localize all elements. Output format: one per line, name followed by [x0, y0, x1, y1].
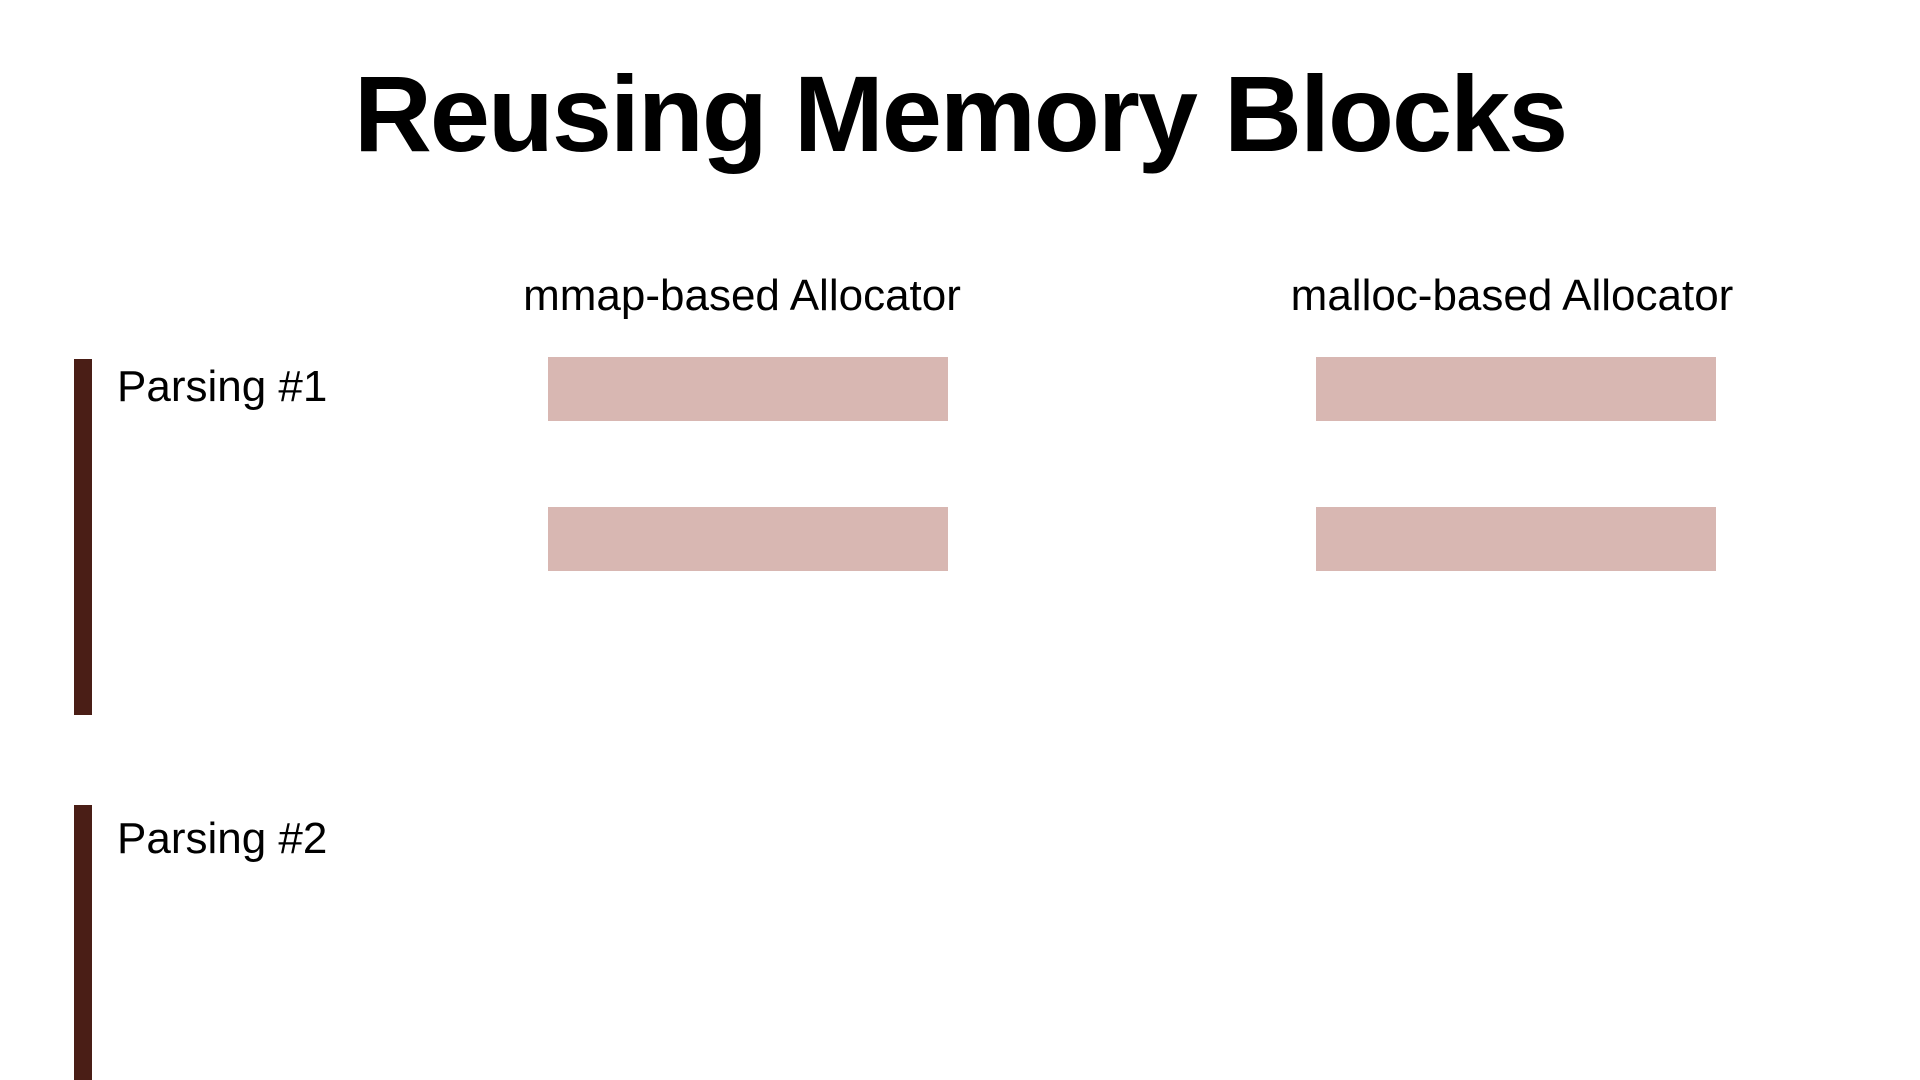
column-header-mmap-allocator: mmap-based Allocator [523, 271, 961, 320]
row-marker-bar-parsing-2 [74, 805, 92, 1080]
row-marker-bar-parsing-1 [74, 359, 92, 715]
column-header-malloc-allocator: malloc-based Allocator [1290, 271, 1734, 320]
memory-block [548, 357, 948, 421]
row-label-parsing-1: Parsing #1 [117, 362, 328, 411]
slide-title: Reusing Memory Blocks [353, 53, 1568, 174]
memory-block [1316, 507, 1716, 571]
memory-block-group-parsing1-mmap [548, 357, 948, 571]
memory-block [548, 507, 948, 571]
memory-block-group-parsing1-malloc [1316, 357, 1716, 571]
row-label-parsing-2: Parsing #2 [117, 814, 328, 863]
memory-block [1316, 357, 1716, 421]
